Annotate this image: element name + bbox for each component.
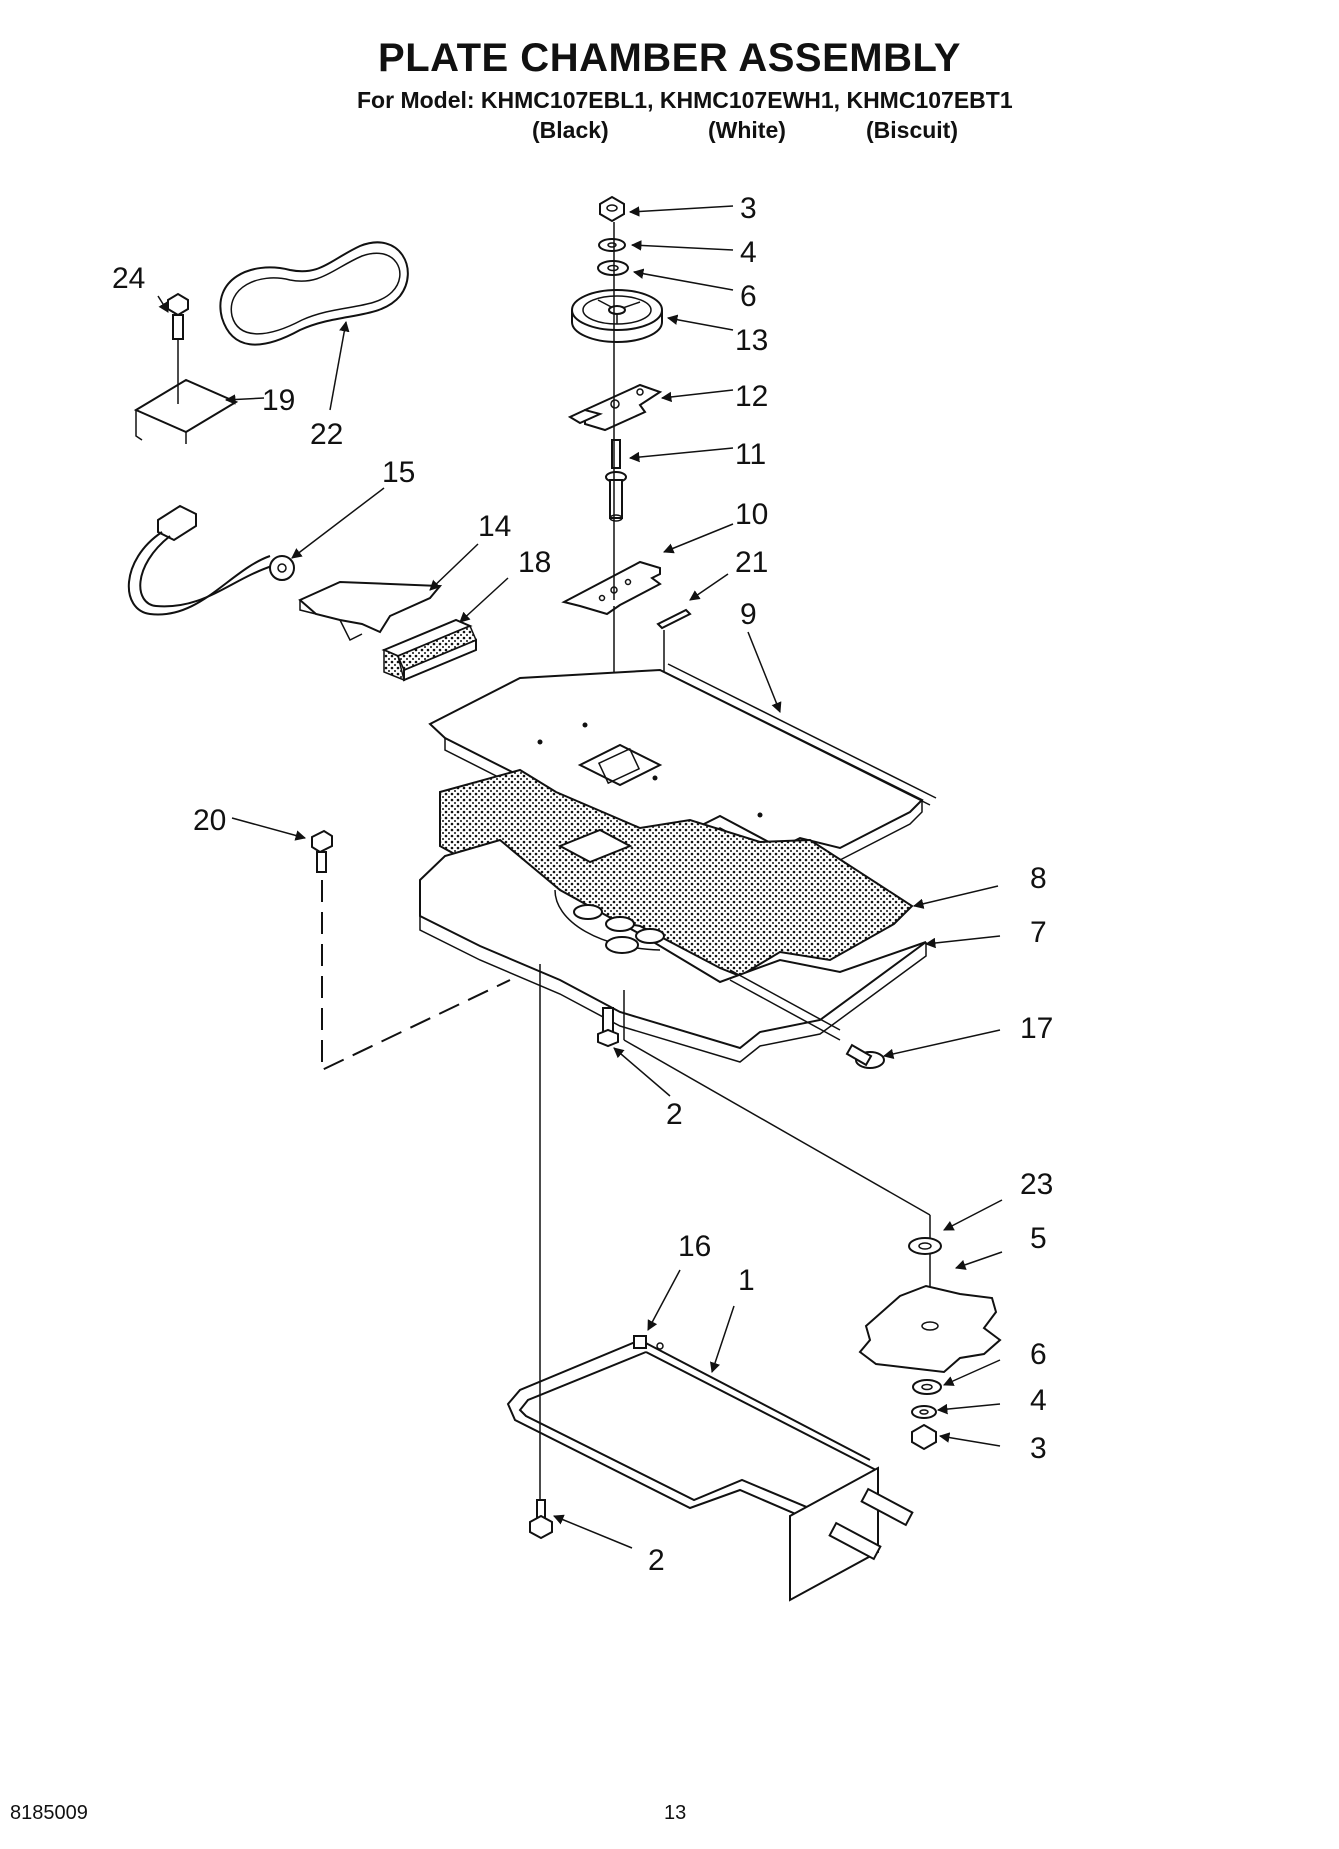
callout-6-top: 6	[740, 280, 757, 313]
callout-2-middle: 2	[666, 1098, 683, 1131]
color-label-white: (White)	[708, 117, 786, 143]
callout-14: 14	[478, 510, 511, 543]
nut-part-3-top	[599, 195, 625, 223]
callout-labels: 3 4 6 13 12 11 10 21 9 24 19 22 15 14 18…	[112, 192, 1053, 1577]
document-number: 8185009	[10, 1802, 88, 1824]
callout-8: 8	[1030, 862, 1047, 895]
chamber-plate-part-7	[419, 838, 927, 1063]
callout-4-bottom: 4	[1030, 1384, 1047, 1417]
color-label-black: (Black)	[532, 117, 609, 143]
callout-21: 21	[735, 546, 768, 579]
model-line: For Model: KHMC107EBL1, KHMC107EWH1, KHM…	[357, 87, 1013, 113]
star-wheel-part-5	[858, 1284, 1002, 1374]
color-label-biscuit: (Biscuit)	[866, 117, 958, 143]
callout-2-bottom: 2	[648, 1544, 665, 1577]
screw-part-20	[311, 829, 333, 873]
clip-part-16	[633, 1335, 647, 1349]
screw-part-17	[845, 1043, 885, 1069]
page-number: 13	[664, 1802, 687, 1824]
shaft-part-11	[605, 439, 627, 522]
washer-part-23	[908, 1237, 942, 1255]
washer-part-6-top	[597, 260, 629, 276]
callout-16: 16	[678, 1230, 711, 1263]
heating-element-part-1	[506, 1339, 914, 1602]
callout-3-bottom: 3	[1030, 1432, 1047, 1465]
callout-3-top: 3	[740, 192, 757, 225]
callout-12: 12	[735, 380, 768, 413]
callout-22: 22	[310, 418, 343, 451]
plate-part-10	[561, 560, 662, 616]
callout-24: 24	[112, 262, 145, 295]
clip-part-21	[656, 608, 692, 630]
cover-plate-part-9	[428, 663, 937, 861]
page-title: PLATE CHAMBER ASSEMBLY	[378, 36, 961, 80]
callout-6-bottom: 6	[1030, 1338, 1047, 1371]
callout-10: 10	[735, 498, 768, 531]
callout-18: 18	[518, 546, 551, 579]
callout-7: 7	[1030, 916, 1047, 949]
screw-part-2-middle	[597, 1007, 619, 1048]
leader-lines	[157, 205, 1003, 1549]
gasket-part-18	[381, 618, 477, 682]
bracket-part-12	[567, 383, 663, 432]
belt-part-22	[219, 241, 409, 346]
washer-part-6-bottom	[912, 1379, 942, 1395]
screw-part-24	[167, 292, 189, 340]
callout-20: 20	[193, 804, 226, 837]
screw-part-2-bottom	[529, 1499, 553, 1540]
callout-9: 9	[740, 598, 757, 631]
nut-part-3-bottom	[911, 1423, 937, 1451]
callout-19: 19	[262, 384, 295, 417]
callout-1: 1	[738, 1264, 755, 1297]
washer-part-4-top	[598, 238, 626, 252]
callout-11: 11	[735, 438, 766, 471]
wire-harness-part-15	[127, 504, 295, 616]
callout-23: 23	[1020, 1168, 1053, 1201]
callout-4-top: 4	[740, 236, 757, 269]
bracket-part-19	[133, 340, 239, 444]
callout-5: 5	[1030, 1222, 1047, 1255]
callout-17: 17	[1020, 1012, 1053, 1045]
bracket-part-14	[298, 580, 443, 642]
washer-part-4-bottom	[911, 1405, 937, 1419]
pulley-part-13	[571, 289, 663, 343]
callout-15: 15	[382, 456, 415, 489]
callout-13: 13	[735, 324, 768, 357]
